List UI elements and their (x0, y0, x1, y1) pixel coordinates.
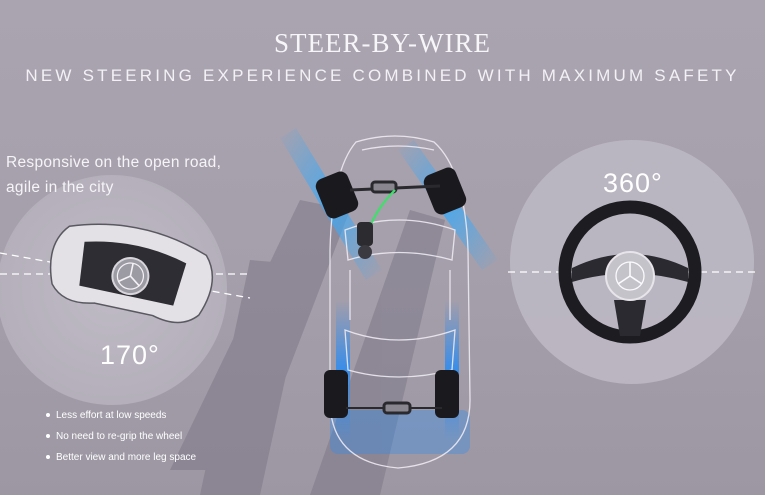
list-item: Less effort at low speeds (46, 405, 196, 426)
benefits-list: Less effort at low speeds No need to re-… (46, 405, 196, 468)
benefit-text: Less effort at low speeds (56, 410, 167, 421)
yoke-steering-icon (49, 223, 214, 324)
left-angle-line (0, 252, 251, 299)
list-item: No need to re-grip the wheel (46, 426, 196, 447)
wheels (315, 167, 467, 418)
angle-label-170: 170° (100, 340, 160, 370)
steering-actuator (357, 222, 373, 259)
steering-rack (346, 180, 442, 415)
tagline-line-1: Responsive on the open road, (6, 154, 222, 171)
bullet-dot-icon (46, 413, 50, 418)
page-title: STEER-BY-WIRE (274, 28, 491, 58)
bullet-dot-icon (46, 455, 50, 460)
benefit-text: No need to re-grip the wheel (56, 431, 183, 442)
benefit-text: Better view and more leg space (56, 452, 197, 463)
tagline: Responsive on the open road, agile in th… (6, 150, 221, 200)
round-steering-wheel-icon (558, 200, 702, 344)
bullet-dot-icon (46, 434, 50, 439)
angle-label-360: 360° (603, 168, 663, 198)
list-item: Better view and more leg space (46, 447, 196, 468)
page-subtitle: NEW STEERING EXPERIENCE COMBINED WITH MA… (25, 66, 740, 85)
tagline-line-2: agile in the city (6, 179, 114, 196)
